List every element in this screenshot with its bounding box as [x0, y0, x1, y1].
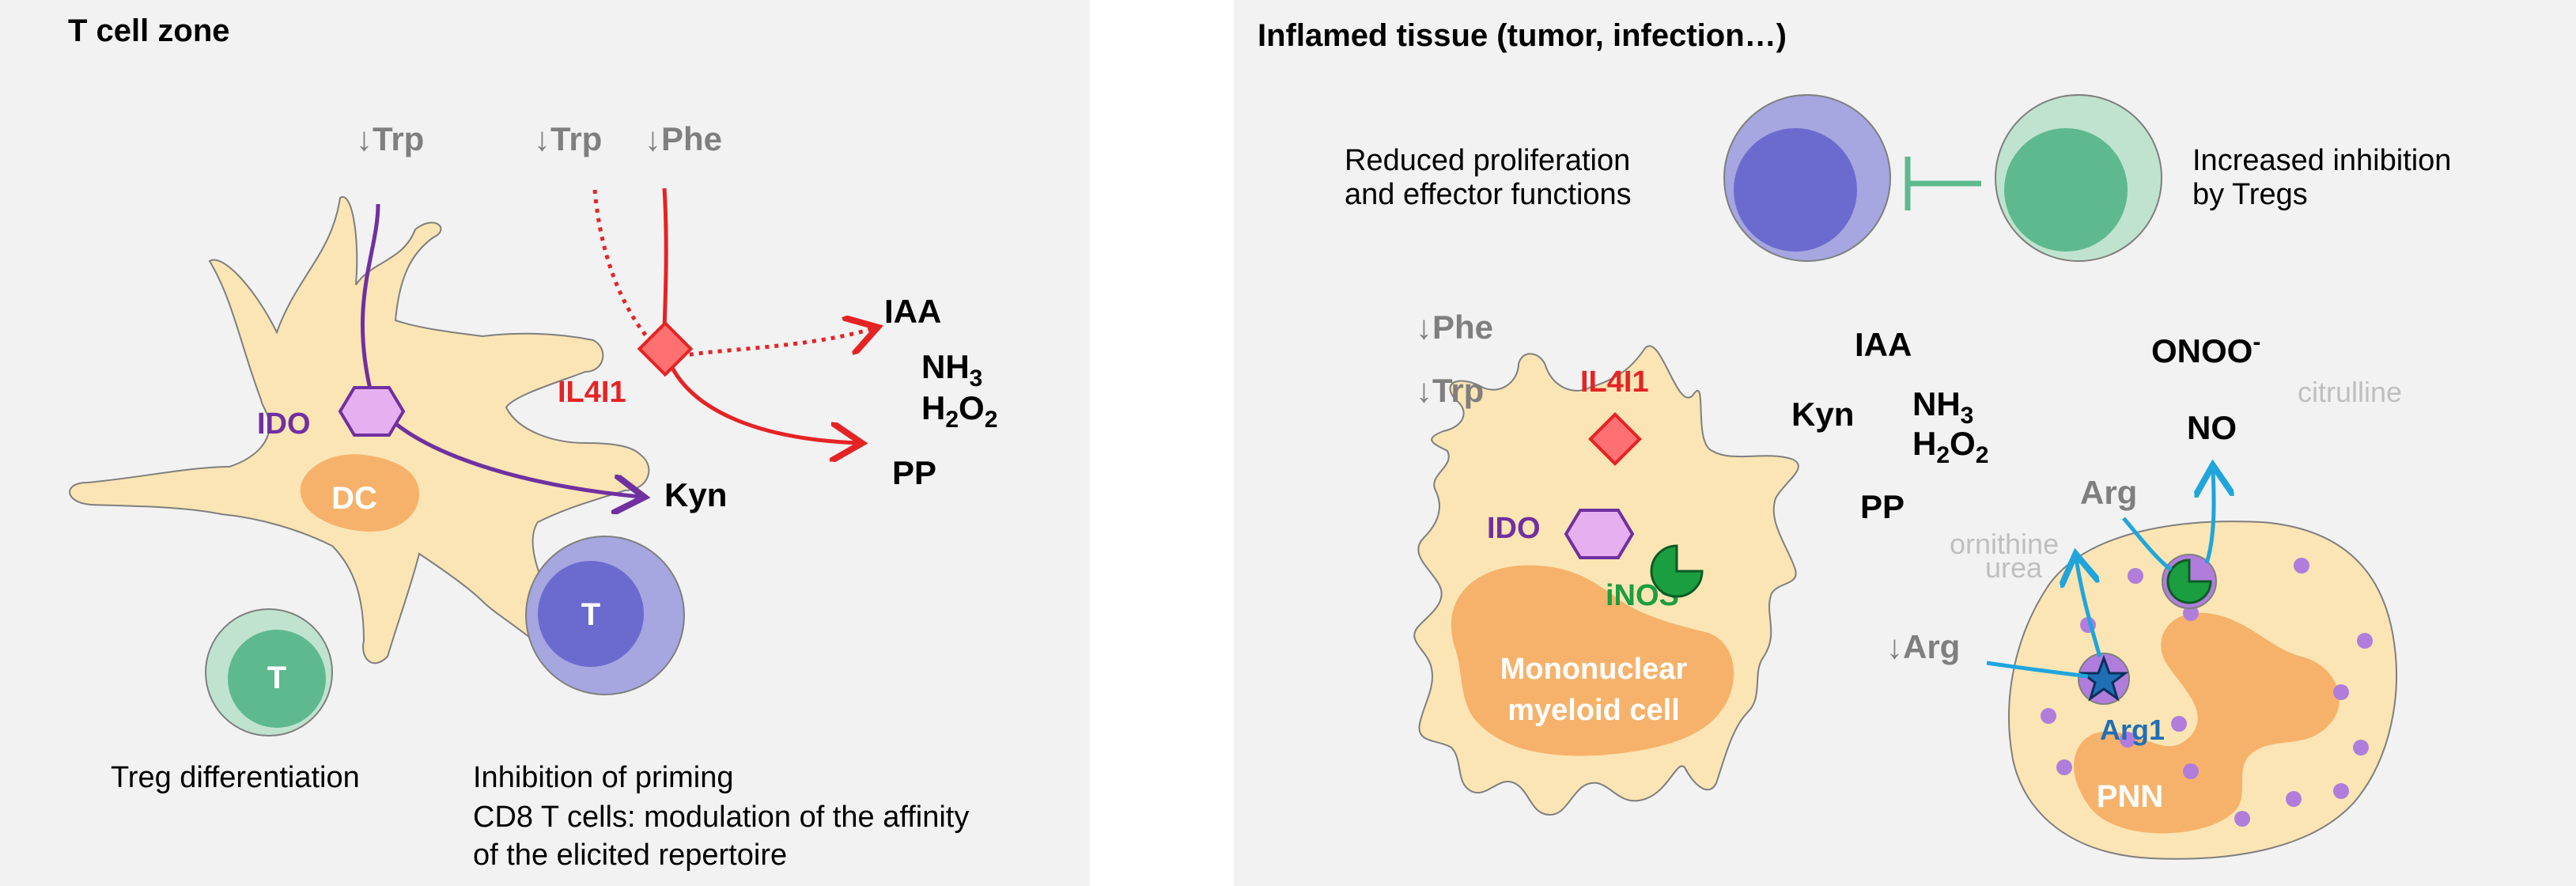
- svg-text:NH3: NH3: [921, 348, 982, 392]
- nh3-product-right: NH3: [1912, 385, 1973, 429]
- left-panel: T cell zone DC T T ↓Trp IDO Kyn ↓Trp ↓Ph…: [0, 0, 1090, 886]
- treg-cell-label: T: [267, 661, 286, 695]
- svg-text:ONOO-: ONOO-: [2151, 329, 2260, 369]
- il4i1-enzyme-diamond: [637, 320, 694, 377]
- right-panel-title: Inflamed tissue (tumor, infection…): [1258, 18, 1787, 53]
- pnn-label: PNN: [2097, 779, 2163, 814]
- citrulline-label: citrulline: [2298, 376, 2402, 408]
- priming-caption-line-3: of the elicited repertoire: [473, 839, 787, 872]
- ido-label: IDO: [257, 407, 311, 441]
- phe-solid-line: [662, 187, 668, 333]
- priming-caption-line-2: CD8 T cells: modulation of the affinity: [473, 801, 969, 834]
- kyn-product: Kyn: [664, 476, 727, 513]
- phe-substrate: ↓Phe: [1416, 309, 1493, 346]
- no-arrow: [2207, 469, 2214, 564]
- cd8-cell-label: T: [581, 597, 600, 632]
- arg-substrate: Arg: [2080, 474, 2137, 511]
- ido-enzyme-hexagon-right: [1564, 509, 1635, 559]
- phe-substrate-il4i1: ↓Phe: [645, 120, 722, 157]
- il4i1-label-right: IL4I1: [1580, 365, 1649, 399]
- pp-product: PP: [892, 454, 936, 491]
- pp-solid-arrow: [670, 366, 858, 443]
- trp-dotted-line: [592, 189, 662, 354]
- granules: [2041, 558, 2373, 827]
- svg-text:NH3: NH3: [1912, 385, 1973, 429]
- increased-inhibition-line-1: Increased inhibition: [2192, 144, 2451, 177]
- urea-label: urea: [1985, 551, 2043, 584]
- dendritic-cell-nucleus: [300, 454, 419, 532]
- treg-cell-top-nucleus: [2004, 128, 2128, 252]
- iaa-product: IAA: [884, 293, 941, 330]
- svg-text:H2O2: H2O2: [1912, 425, 1988, 468]
- no-product: NO: [2187, 409, 2237, 446]
- pp-product-right: PP: [1860, 488, 1905, 525]
- onoo-product: ONOO-: [2151, 329, 2260, 369]
- h2o2-product-right: H2O2: [1912, 425, 1988, 468]
- arg1-label: Arg1: [2100, 714, 2165, 746]
- reduced-proliferation-line-1: Reduced proliferation: [1345, 144, 1630, 177]
- treg-cell-nucleus: [228, 630, 326, 728]
- il4i1-label: IL4I1: [558, 376, 626, 409]
- dc-label: DC: [331, 481, 377, 516]
- ido-label-right: IDO: [1487, 512, 1541, 545]
- iaa-dotted-arrow: [679, 328, 874, 358]
- trp-substrate: ↓Trp: [1416, 372, 1484, 409]
- inos-enzyme-icon: [1650, 544, 1704, 598]
- h2o2-product: H2O2: [921, 389, 997, 433]
- iaa-product-right: IAA: [1855, 326, 1912, 363]
- myeloid-label-line-2: myeloid cell: [1507, 694, 1680, 727]
- pnn-nucleus: [2074, 612, 2340, 834]
- kyn-product-right: Kyn: [1791, 396, 1854, 433]
- trp-substrate-ido: ↓Trp: [356, 120, 424, 157]
- nh3-product: NH3: [921, 348, 982, 392]
- reduced-proliferation-line-2: and effector functions: [1345, 178, 1632, 211]
- ornithine-label: ornithine: [1950, 528, 2059, 560]
- ornithine-arrow: [2076, 558, 2102, 657]
- ido-enzyme-hexagon: [338, 386, 406, 437]
- inos-icon-pnn: [2166, 558, 2212, 604]
- arg-low-substrate: ↓Arg: [1886, 628, 1960, 665]
- increased-inhibition-line-2: by Tregs: [2192, 178, 2308, 211]
- myeloid-cell-nucleus: [1451, 565, 1734, 756]
- priming-caption-line-1: Inhibition of priming: [473, 761, 734, 794]
- cd8-cell-nucleus: [538, 561, 644, 667]
- myeloid-label-line-1: Mononuclear: [1500, 653, 1688, 686]
- treg-differentiation-caption: Treg differentiation: [111, 761, 360, 794]
- left-panel-title: T cell zone: [68, 13, 230, 48]
- trp-substrate-il4i1: ↓Trp: [534, 120, 602, 157]
- il4i1-enzyme-diamond-right: [1588, 412, 1642, 466]
- arg-low-arrow: [1986, 661, 2089, 679]
- svg-text:H2O2: H2O2: [921, 389, 997, 433]
- right-panel: Inflamed tissue (tumor, infection…) Redu…: [1234, 0, 2576, 886]
- arg1-star-icon: [2079, 654, 2129, 702]
- effector-t-cell-nucleus: [1734, 128, 1857, 252]
- arg-to-inos-arrow: [2122, 517, 2173, 572]
